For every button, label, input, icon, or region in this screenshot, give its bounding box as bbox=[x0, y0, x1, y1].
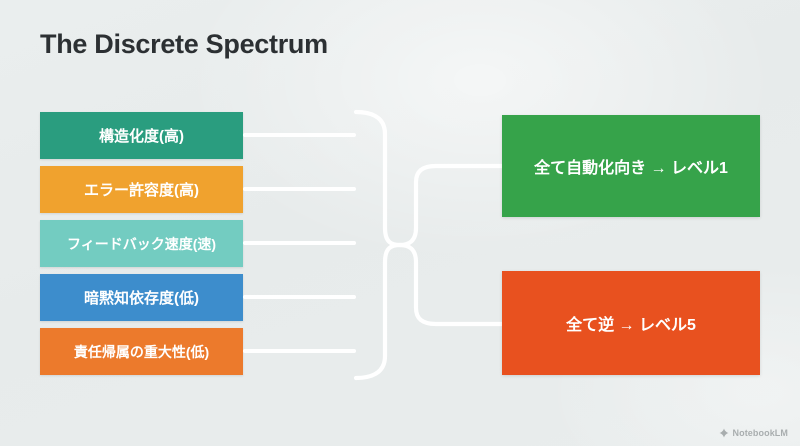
factor-label: エラー許容度(高) bbox=[84, 182, 199, 199]
connector-stub bbox=[243, 133, 356, 137]
factor-box[interactable]: 暗黙知依存度(低) bbox=[40, 274, 243, 321]
connector-stub bbox=[243, 349, 356, 353]
outcome-box[interactable]: 全て自動化向き → レベル1 bbox=[502, 115, 760, 217]
outcome-label: 全て逆 → レベル5 bbox=[566, 317, 696, 334]
brace-connector bbox=[353, 109, 509, 381]
connector-stub bbox=[243, 295, 356, 299]
watermark-label: NotebookLM bbox=[732, 428, 788, 438]
factor-label: 構造化度(高) bbox=[99, 128, 184, 145]
factor-box[interactable]: 責任帰属の重大性(低) bbox=[40, 328, 243, 375]
factor-box[interactable]: フィードバック速度(速) bbox=[40, 220, 243, 267]
page-title: The Discrete Spectrum bbox=[40, 29, 328, 59]
factor-label: フィードバック速度(速) bbox=[66, 235, 217, 252]
factor-box[interactable]: 構造化度(高) bbox=[40, 112, 243, 159]
outcome-label: 全て自動化向き → レベル1 bbox=[534, 160, 728, 177]
notebooklm-icon bbox=[719, 428, 728, 438]
factor-label: 暗黙知依存度(低) bbox=[84, 290, 199, 307]
connector-stub bbox=[243, 187, 356, 191]
watermark: NotebookLM bbox=[719, 428, 789, 438]
connector-stub bbox=[243, 241, 356, 245]
outcome-box[interactable]: 全て逆 → レベル5 bbox=[502, 271, 760, 375]
factor-label: 責任帰属の重大性(低) bbox=[73, 343, 210, 360]
factor-box[interactable]: エラー許容度(高) bbox=[40, 166, 243, 213]
